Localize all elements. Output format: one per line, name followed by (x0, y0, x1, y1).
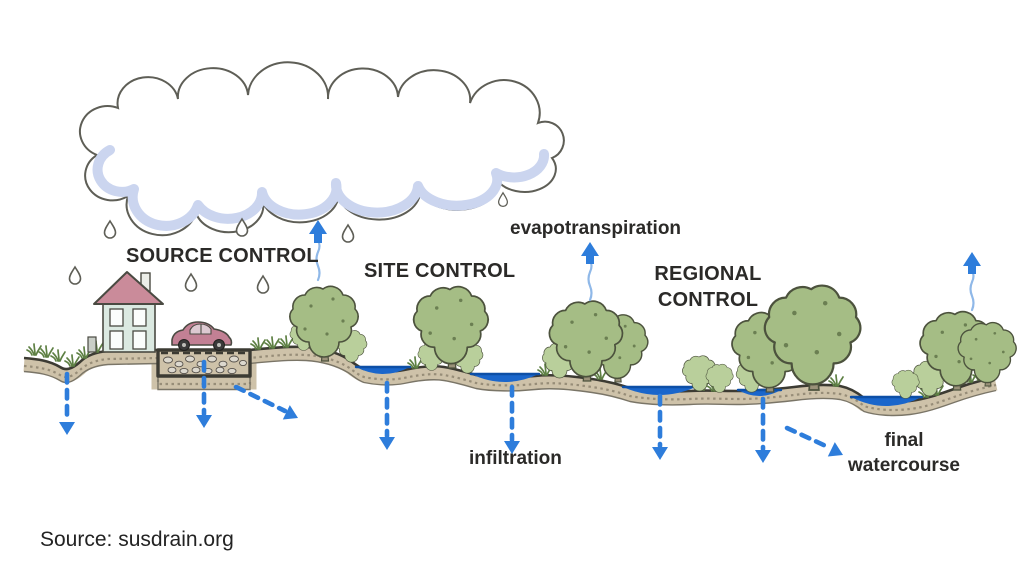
infiltration-arrow-icon (755, 396, 771, 463)
evapotranspiration-arrow-icon (581, 242, 599, 302)
infiltration-arrow-icon (233, 384, 298, 420)
raindrop-icon (497, 191, 509, 208)
water-pools (354, 365, 924, 406)
gravel (163, 355, 247, 375)
water-pool (621, 385, 698, 395)
infiltration-arrows (59, 359, 843, 463)
raindrop-icon (256, 274, 270, 294)
label-infiltration: infiltration (469, 448, 562, 469)
rain-cloud-icon (79, 61, 565, 237)
bush-icon (891, 369, 920, 399)
infiltration-arrow-icon (652, 393, 668, 460)
infiltration-arrow-icon (196, 359, 212, 428)
grass-tuft (278, 335, 294, 348)
source-credit: Source: susdrain.org (40, 528, 234, 551)
car-icon (171, 321, 233, 351)
raindrop-icon (68, 265, 82, 285)
grass-tuft (50, 349, 66, 362)
grass-tuft (26, 343, 42, 356)
evapotranspiration-arrow-icon (309, 220, 327, 282)
bin-icon (87, 336, 97, 353)
grass-tuft (250, 337, 266, 350)
label-evapotranspiration: evapotranspiration (510, 218, 682, 239)
raindrop-icon (341, 223, 355, 243)
label-final-watercourse: final watercourse (848, 430, 960, 477)
raindrop-icon (235, 217, 249, 237)
raindrops (68, 191, 509, 294)
raindrop-icon (184, 272, 198, 292)
infiltration-arrow-icon (59, 371, 75, 435)
house-icon (87, 271, 164, 353)
final-watercourse-pool (849, 395, 924, 406)
label-regional-control: REGIONAL CONTROL (654, 263, 762, 312)
infiltration-arrow-icon (379, 380, 395, 450)
raindrop-icon (103, 219, 117, 239)
water-pool (354, 365, 412, 374)
label-source-control: SOURCE CONTROL (126, 245, 319, 267)
water-pool (469, 372, 541, 382)
evapotranspiration-arrow-icon (963, 252, 981, 312)
infiltration-arrow-icon (504, 384, 520, 454)
infiltration-arrow-icon (784, 425, 843, 457)
label-site-control: SITE CONTROL (364, 260, 516, 282)
